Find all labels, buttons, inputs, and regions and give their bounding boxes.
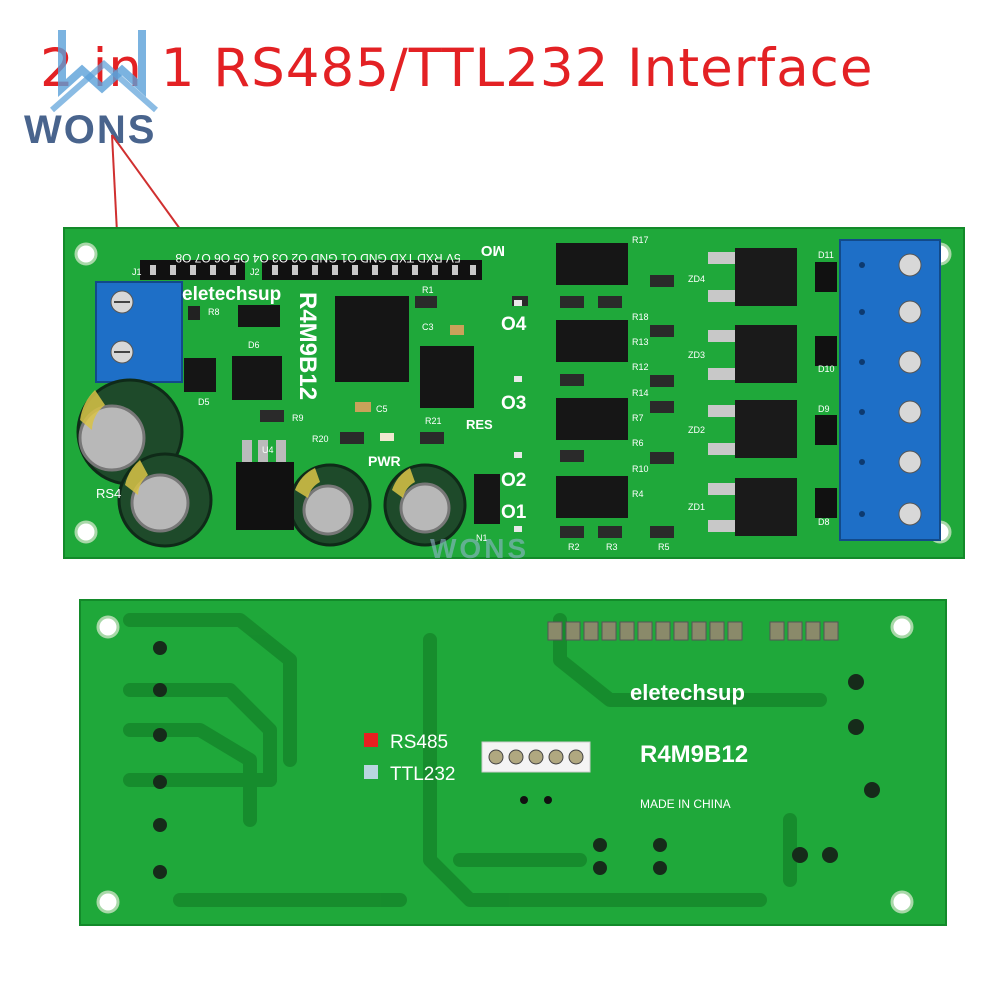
pcb-bottom-model: R4M9B12	[640, 741, 748, 768]
svg-text:N1: N1	[476, 533, 488, 543]
diode-d5	[184, 358, 216, 392]
channel-label: O1	[501, 502, 527, 523]
headline-title: 2 in 1 RS485/TTL232 Interface	[40, 38, 874, 99]
svg-text:C3: C3	[422, 322, 434, 332]
svg-text:D9: D9	[818, 404, 830, 414]
svg-text:R12: R12	[632, 362, 649, 372]
svg-text:ZD3: ZD3	[688, 350, 705, 360]
rs-label: RS4	[96, 486, 121, 501]
svg-text:D11: D11	[818, 250, 834, 260]
rs485-option-label: RS485	[390, 732, 448, 753]
svg-text:R3: R3	[606, 542, 618, 552]
component-n1	[474, 474, 500, 524]
svg-text:R20: R20	[312, 434, 329, 444]
pcb-bottom-brand: eletechsup	[630, 680, 745, 705]
svg-text:D10: D10	[818, 364, 835, 374]
ic-chip	[420, 346, 474, 408]
ic-chip	[232, 356, 282, 400]
ic-chip	[335, 296, 409, 382]
svg-text:D5: D5	[198, 397, 210, 407]
svg-text:R2: R2	[568, 542, 580, 552]
svg-text:R17: R17	[632, 235, 649, 245]
wons-logo-icon	[50, 30, 158, 113]
svg-text:R7: R7	[632, 413, 644, 423]
pcb-brand-label: eletechsup	[182, 284, 281, 305]
regulator-u4	[236, 462, 294, 530]
rs485-option-square	[364, 733, 378, 747]
svg-text:J1: J1	[132, 267, 142, 277]
mo-label: MO	[481, 242, 505, 259]
mount-hole-icon	[96, 615, 120, 639]
terminal-block-right	[839, 239, 941, 541]
svg-text:R6: R6	[632, 438, 644, 448]
watermark-text: WONS	[430, 533, 529, 564]
svg-text:R5: R5	[658, 542, 670, 552]
pcb-top-substrate	[63, 227, 965, 559]
logo-text: WONS	[24, 108, 157, 152]
ttl232-option-square	[364, 765, 378, 779]
svg-text:R21: R21	[425, 416, 442, 426]
pcb-header-labels: 5V RXD TXD GND O1 GND O2 O3 O4 O5 O6 O7 …	[175, 251, 461, 265]
mount-hole-icon	[890, 890, 914, 914]
pwr-label: PWR	[368, 453, 401, 469]
svg-text:C5: C5	[376, 404, 388, 414]
optocoupler	[556, 243, 628, 518]
channel-label: O2	[501, 470, 526, 491]
pcb-model-label: R4M9B12	[294, 292, 321, 400]
channel-label: O3	[501, 393, 526, 414]
mosfet	[735, 248, 797, 536]
svg-text:R18: R18	[632, 312, 649, 322]
channel-label: O4	[501, 314, 527, 335]
mount-hole-icon	[74, 242, 98, 266]
made-in-label: MADE IN CHINA	[640, 797, 731, 811]
ttl232-option-label: TTL232	[390, 764, 455, 785]
terminal-block-left	[95, 281, 183, 383]
svg-text:R13: R13	[632, 337, 649, 347]
svg-text:R1: R1	[422, 285, 434, 295]
diode-d6	[238, 305, 280, 327]
svg-text:D6: D6	[248, 340, 260, 350]
mount-hole-icon	[74, 520, 98, 544]
svg-text:ZD1: ZD1	[688, 502, 705, 512]
svg-text:R14: R14	[632, 388, 649, 398]
mount-hole-icon	[890, 615, 914, 639]
svg-text:D8: D8	[818, 517, 830, 527]
svg-text:U4: U4	[262, 445, 274, 455]
res-label: RES	[466, 417, 493, 432]
mount-hole-icon	[96, 890, 120, 914]
svg-text:ZD2: ZD2	[688, 425, 705, 435]
svg-text:R10: R10	[632, 464, 649, 474]
svg-text:R9: R9	[292, 413, 304, 423]
svg-text:ZD4: ZD4	[688, 274, 705, 284]
svg-text:R8: R8	[208, 307, 220, 317]
svg-text:R4: R4	[632, 489, 644, 499]
svg-text:J2: J2	[250, 267, 260, 277]
